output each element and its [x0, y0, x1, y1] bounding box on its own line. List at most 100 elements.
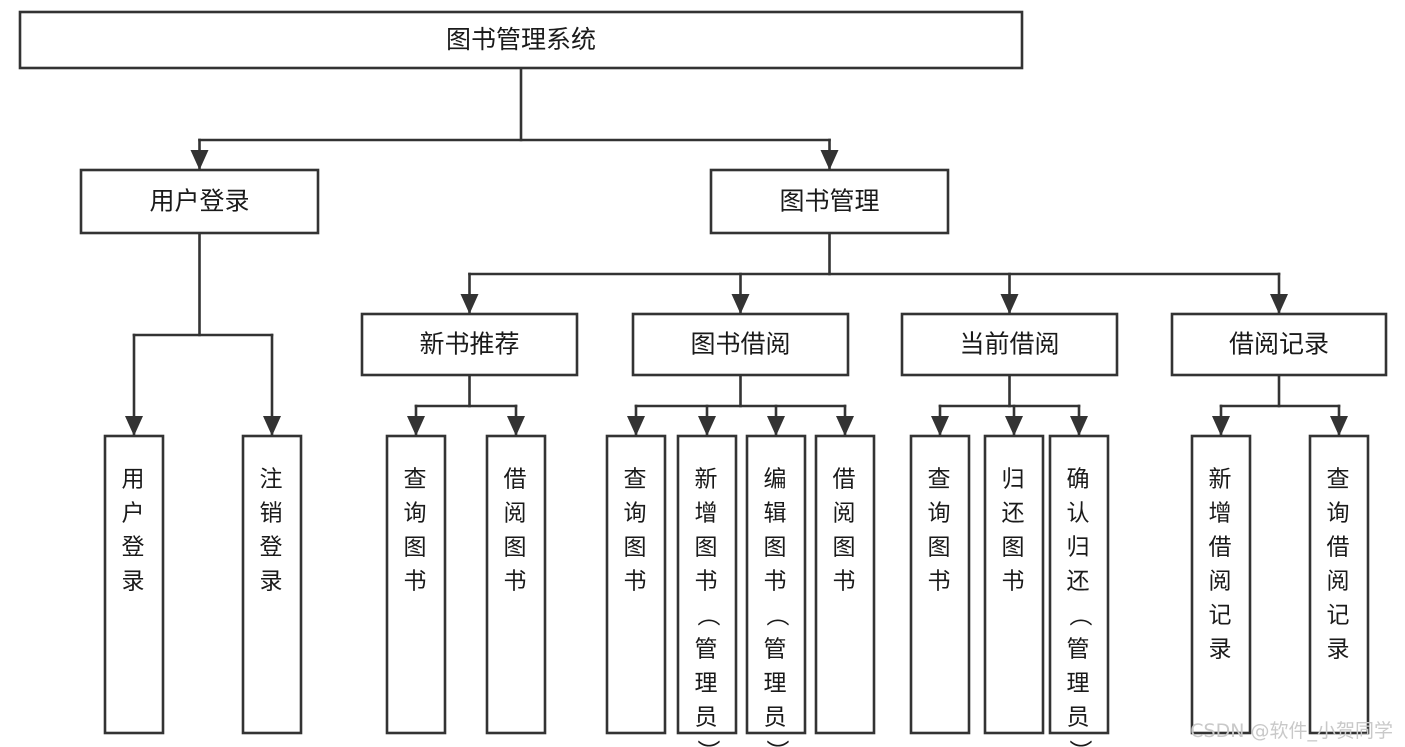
node-label-char: 阅 — [1327, 569, 1352, 595]
node-label-char: （ — [695, 604, 721, 629]
node-label-char: 确 — [1067, 467, 1092, 493]
node-leaf-record-add[interactable]: 新增借阅记录新增借阅记录 — [1190, 434, 1252, 735]
node-label-char: 书 — [695, 569, 720, 595]
arrow-head-icon — [190, 150, 209, 170]
node-leaf-user-login[interactable]: 用户登录用户登录 — [103, 434, 165, 735]
node-label-char: 归 — [1002, 467, 1027, 493]
node-label-char: 管 — [1067, 637, 1092, 663]
node-label-char: 查 — [624, 467, 649, 493]
arrow-head-icon — [1330, 416, 1348, 436]
node-leaf-current-return[interactable]: 归还图书归还图书 — [983, 434, 1045, 735]
arrow-head-icon — [507, 416, 525, 436]
node-leaf-user-logout[interactable]: 注销登录注销登录 — [241, 434, 303, 735]
arrow-head-icon — [931, 416, 949, 436]
node-box — [745, 434, 807, 735]
node-label-char: 新 — [1209, 467, 1234, 493]
node-label: 图书借阅 — [690, 330, 790, 359]
node-label-char: 图 — [695, 535, 720, 561]
node-box — [485, 434, 547, 735]
node-label-char: 图 — [504, 535, 529, 561]
node-label-char: 还 — [1002, 501, 1027, 527]
node-borrow-record[interactable]: 借阅记录 — [1170, 312, 1388, 377]
node-box — [241, 434, 303, 735]
node-book-borrow[interactable]: 图书借阅 — [631, 312, 850, 377]
node-label-char: 还 — [1067, 569, 1092, 595]
node-box — [983, 434, 1045, 735]
node-box — [79, 168, 320, 235]
node-label-char: 借 — [1209, 535, 1234, 561]
node-label: 借阅记录 — [1229, 330, 1329, 359]
node-label-char: 编 — [764, 467, 789, 493]
arrow-head-icon — [1000, 294, 1019, 314]
node-label-char: 询 — [928, 501, 953, 527]
node-root[interactable]: 图书管理系统 — [18, 10, 1024, 70]
node-label-char: 图 — [928, 535, 953, 561]
arrow-head-icon — [731, 294, 750, 314]
arrow-head-icon — [767, 416, 785, 436]
node-label-char: 阅 — [833, 501, 858, 527]
node-label-char: ） — [1067, 740, 1093, 747]
node-label-char: 图 — [1002, 535, 1027, 561]
node-label-char: 归 — [1067, 535, 1092, 561]
node-leaf-borrow-lend[interactable]: 借阅图书借阅图书 — [814, 434, 876, 735]
node-label-char: 书 — [1002, 569, 1027, 595]
node-layer: 图书管理系统用户登录图书管理新书推荐图书借阅当前借阅借阅记录用户登录用户登录注销… — [18, 10, 1388, 747]
node-leaf-recommend-query[interactable]: 查询图书查询图书 — [385, 434, 447, 735]
node-leaf-record-query[interactable]: 查询借阅记录查询借阅记录 — [1308, 434, 1370, 735]
node-label: 当前借阅 — [959, 330, 1059, 359]
node-label-char: ） — [695, 740, 721, 747]
node-label-char: 销 — [260, 501, 285, 527]
node-label-char: （ — [764, 604, 790, 629]
node-label-char: 查 — [1327, 467, 1352, 493]
node-box — [676, 434, 738, 735]
node-label-char: 书 — [764, 569, 789, 595]
node-label-char: 图 — [833, 535, 858, 561]
node-label-char: 询 — [1327, 501, 1352, 527]
arrow-head-icon — [1270, 294, 1288, 314]
node-box — [1308, 434, 1370, 735]
node-label-char: 书 — [833, 569, 858, 595]
node-book-manage[interactable]: 图书管理 — [709, 168, 950, 235]
node-leaf-recommend-borrow[interactable]: 借阅图书借阅图书 — [485, 434, 547, 735]
node-label-char: 理 — [1067, 671, 1092, 697]
node-box — [605, 434, 667, 735]
node-leaf-borrow-query[interactable]: 查询图书查询图书 — [605, 434, 667, 735]
node-label-char: 查 — [404, 467, 429, 493]
node-box — [1048, 434, 1110, 735]
arrow-head-icon — [125, 416, 143, 436]
node-label-char: 管 — [764, 637, 789, 663]
node-label-char: 书 — [404, 569, 429, 595]
node-leaf-current-query[interactable]: 查询图书查询图书 — [909, 434, 971, 735]
arrow-head-icon — [627, 416, 645, 436]
node-label-char: 登 — [260, 535, 285, 561]
node-label-char: 理 — [695, 671, 720, 697]
node-label-char: 录 — [122, 569, 147, 595]
node-box — [631, 312, 850, 377]
node-box — [103, 434, 165, 735]
node-label-char: 图 — [624, 535, 649, 561]
node-box — [1170, 312, 1388, 377]
node-label-char: 录 — [1209, 637, 1234, 663]
arrow-head-icon — [460, 294, 479, 314]
node-box — [900, 312, 1119, 377]
node-label-char: 员 — [1067, 705, 1092, 731]
node-box — [909, 434, 971, 735]
node-box — [709, 168, 950, 235]
node-label-char: 录 — [1327, 637, 1352, 663]
node-label-char: 认 — [1067, 501, 1092, 527]
node-box — [1190, 434, 1252, 735]
node-label-char: 记 — [1209, 603, 1234, 629]
node-label-char: 图 — [404, 535, 429, 561]
node-box — [814, 434, 876, 735]
node-new-book-recommend[interactable]: 新书推荐 — [360, 312, 579, 377]
node-user-login[interactable]: 用户登录 — [79, 168, 320, 235]
node-label-char: 注 — [260, 467, 285, 493]
arrow-head-icon — [1212, 416, 1230, 436]
arrow-head-icon — [1070, 416, 1088, 436]
node-current-borrow[interactable]: 当前借阅 — [900, 312, 1119, 377]
node-label: 图书管理 — [779, 187, 879, 216]
